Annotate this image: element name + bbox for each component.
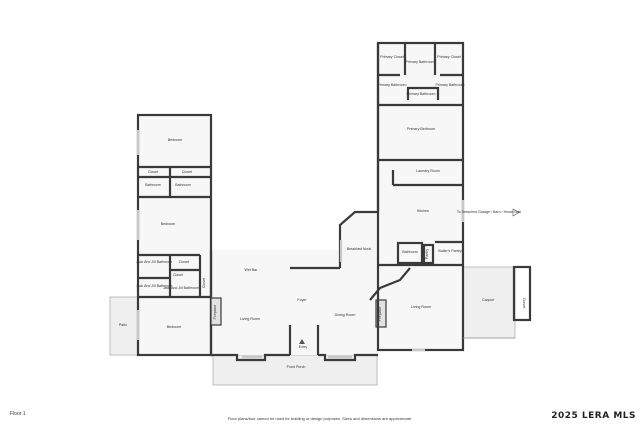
label-breakfast-nook: Breakfast Nook xyxy=(347,247,372,251)
disclaimer: Floor plans/tour cannot be used for buil… xyxy=(227,416,413,421)
label-wet-bar: Wet Bar xyxy=(245,268,259,272)
watermark: 2025 LERA MLS xyxy=(551,411,636,421)
label-primary-bathroom-top: Primary Bathroom xyxy=(406,60,435,64)
carport-area xyxy=(462,266,516,339)
label-foyer: Foyer xyxy=(297,298,307,302)
floor-label: Floor 1 xyxy=(10,411,26,417)
label-patio: Patio xyxy=(119,323,127,327)
label-fireplace-right: Fireplace xyxy=(378,307,382,322)
label-bathroom-2: Bathroom xyxy=(175,183,191,187)
label-jj-bathroom-3: Jack And Jill Bathroom xyxy=(163,286,199,290)
label-laundry-room: Laundry Room xyxy=(416,169,440,173)
label-closet-3: Closet xyxy=(179,260,189,264)
label-primary-closet-right: Primary Closet xyxy=(437,55,461,59)
label-primary-bathroom-center: Primary Bathroom xyxy=(407,92,436,96)
room-labels: Primary Closet Primary Bathroom Primary … xyxy=(119,55,526,369)
fireplace-right xyxy=(375,299,387,328)
label-dining-room: Dining Room xyxy=(335,313,356,317)
label-primary-bathroom-right: Primary Bathroom xyxy=(436,83,465,87)
label-garage-note: To Detached Garage / Barn / Horse Stall xyxy=(457,210,522,214)
label-bedroom-bottom: Bedroom xyxy=(167,325,182,329)
label-closet-2: Closet xyxy=(182,170,192,174)
label-jj-bathroom-2: Jack And Jill Bathroom xyxy=(136,284,172,288)
label-jj-bathroom-1: Jack And Jill Bathroom xyxy=(136,260,172,264)
label-living-room-right: Living Room xyxy=(411,305,431,309)
label-fireplace-left: Fireplace xyxy=(213,305,217,320)
label-carport: Carport xyxy=(482,298,494,302)
label-living-room-left: Living Room xyxy=(240,317,260,321)
label-bedroom-middle: Bedroom xyxy=(161,222,176,226)
label-bathroom-1: Bathroom xyxy=(145,183,161,187)
label-closet-5: Closet xyxy=(202,278,206,288)
patio-area xyxy=(109,296,139,356)
label-entry: Entry xyxy=(299,345,308,349)
label-kitchen: Kitchen xyxy=(417,209,429,213)
label-butlers-pantry: Butler's Pantry xyxy=(438,249,461,253)
label-primary-bedroom: Primary Bedroom xyxy=(407,127,435,131)
label-closet-4: Closet xyxy=(173,273,183,277)
entry-arrow-icon xyxy=(299,339,305,344)
label-primary-closet-left: Primary Closet xyxy=(380,55,404,59)
label-bedroom-top: Bedroom xyxy=(168,138,183,142)
garage-arrow-icon xyxy=(512,208,520,217)
label-closet-1: Closet xyxy=(148,170,158,174)
fireplace-left xyxy=(210,297,222,326)
label-primary-bathroom-left: Primary Bathroom xyxy=(378,83,407,87)
label-bathroom-kitchen: Bathroom xyxy=(402,250,418,254)
label-closet-carport: Closet xyxy=(522,298,526,308)
label-pantry: Pantry xyxy=(425,249,429,260)
label-front-porch: Front Porch xyxy=(287,365,306,369)
